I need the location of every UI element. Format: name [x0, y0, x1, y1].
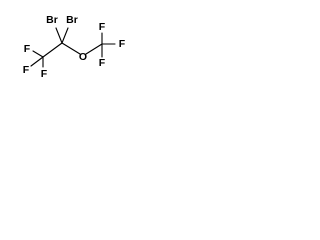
atom-f-upper-left: F	[24, 43, 31, 55]
atom-f-cf3-upper: F	[99, 21, 106, 33]
atom-labels: Br Br F F F O F F F	[23, 14, 126, 80]
bond-c2-br-right	[61, 27, 69, 44]
bond-c2-o	[61, 42, 81, 55]
structure-drawing: Br Br F F F O F F F	[23, 14, 126, 80]
atom-oxygen: O	[79, 51, 87, 63]
atom-br-left: Br	[46, 14, 58, 26]
bond-c1-f-upper-left	[32, 50, 44, 58]
atom-f-cf3-lower: F	[99, 57, 106, 69]
bonds	[30, 27, 116, 68]
bond-c1-f-left	[30, 56, 44, 67]
atom-br-right: Br	[66, 14, 78, 26]
bond-c2-br-left	[55, 27, 63, 44]
atom-f-lower: F	[41, 68, 48, 80]
bond-o-c3	[85, 43, 103, 55]
atom-f-left: F	[23, 64, 30, 76]
bond-c1-c2	[42, 42, 63, 58]
molecule-diagram: Br Br F F F O F F F	[0, 0, 164, 93]
atom-f-cf3-right: F	[119, 38, 126, 50]
